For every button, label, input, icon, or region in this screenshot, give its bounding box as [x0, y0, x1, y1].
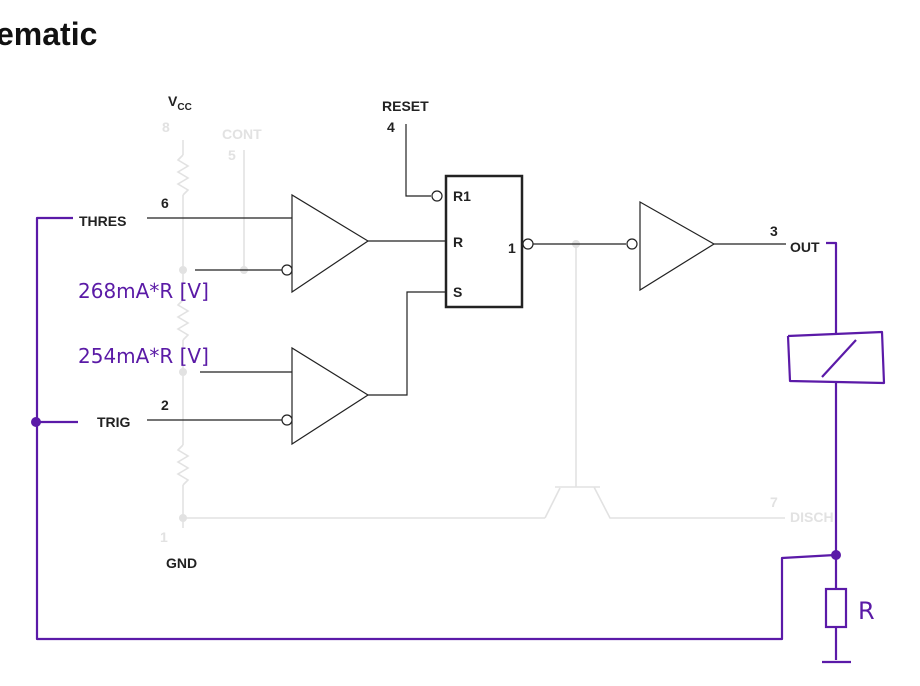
- pin-5-number: 5: [228, 147, 236, 163]
- internal-divider: [176, 140, 785, 528]
- trig-label: TRIG: [97, 414, 131, 430]
- thres-label: THRES: [79, 213, 126, 229]
- gnd-label: GND: [166, 555, 197, 571]
- pin-2-number: 2: [161, 397, 169, 413]
- reset-inversion-bubble: [431, 190, 443, 202]
- pin-8-number: 8: [162, 119, 170, 135]
- lower-threshold-annotation: 254mA*R [V]: [78, 344, 209, 368]
- pin-6-number: 6: [161, 195, 169, 211]
- vcc-label-main: V: [168, 93, 178, 109]
- lower-comparator-output-wire: [368, 291, 446, 396]
- page-title: ematic: [0, 16, 97, 52]
- external-wiring: [31, 216, 886, 664]
- pin-4-number: 4: [387, 119, 395, 135]
- vcc-label-sub: CC: [177, 102, 191, 113]
- disch-label: DISCH: [790, 509, 834, 525]
- output-buffer-inversion-bubble: [626, 238, 638, 250]
- resistor-label: R: [858, 597, 875, 625]
- lower-comparator-inversion-bubble: [281, 414, 293, 426]
- pin-1-number: 1: [160, 529, 168, 545]
- output-buffer: [639, 200, 716, 292]
- vcc-label: VCC: [168, 93, 192, 113]
- flip-flop: [444, 174, 524, 309]
- reset-wire: [405, 124, 431, 197]
- flip-flop-s-label: S: [453, 284, 462, 300]
- flip-flop-output-bubble: [522, 238, 534, 250]
- upper-threshold-annotation: 268mA*R [V]: [78, 279, 209, 303]
- upper-comparator: [291, 193, 370, 294]
- pin-3-number: 3: [770, 223, 778, 239]
- flip-flop-r1-label: R1: [453, 188, 471, 204]
- out-label: OUT: [790, 239, 820, 255]
- reset-label: RESET: [382, 98, 429, 114]
- flip-flop-r-label: R: [453, 234, 463, 250]
- lower-comparator: [291, 346, 370, 446]
- upper-comparator-inversion-bubble: [281, 264, 293, 276]
- cont-label: CONT: [222, 126, 262, 142]
- resistor-symbol: [824, 587, 848, 629]
- flip-flop-q-label: 1: [508, 240, 516, 256]
- pin-7-number: 7: [770, 494, 778, 510]
